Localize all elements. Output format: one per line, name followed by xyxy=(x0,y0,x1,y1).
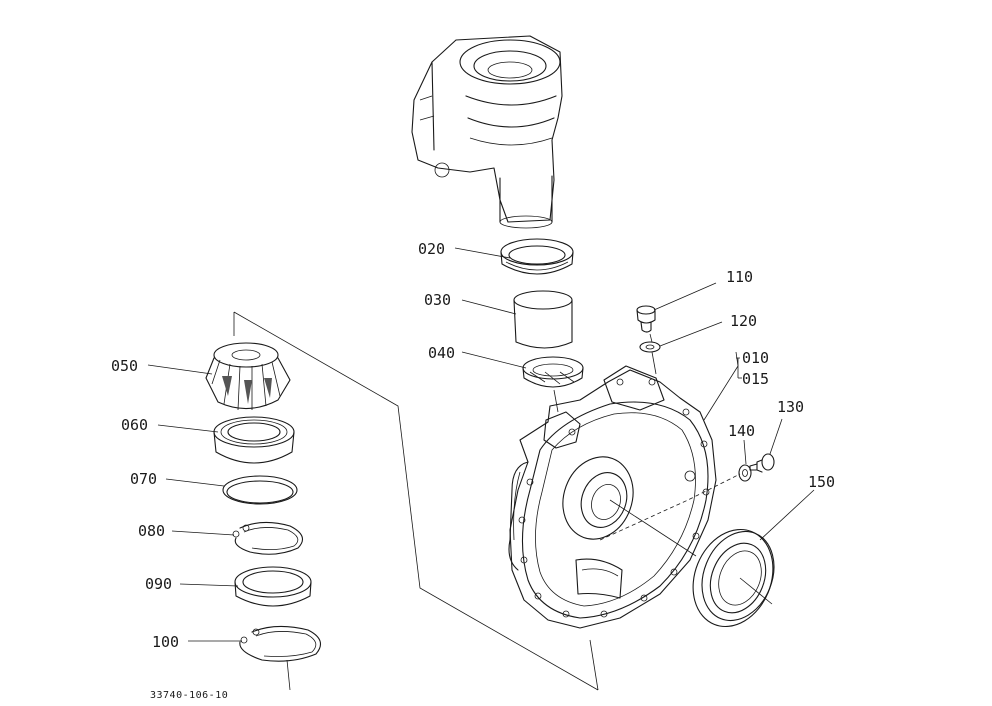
label-140: 140 xyxy=(728,422,755,440)
label-150: 150 xyxy=(808,473,835,491)
label-080: 080 xyxy=(138,522,165,540)
label-040: 040 xyxy=(428,344,455,362)
part-110-plug xyxy=(636,305,656,333)
part-060-ball-bearing xyxy=(213,416,295,464)
label-090: 090 xyxy=(145,575,172,593)
label-060: 060 xyxy=(121,416,148,434)
part-labels: 010 015 020 030 040 050 060 070 080 090 … xyxy=(111,240,835,651)
label-130: 130 xyxy=(777,398,804,416)
part-080-snap-ring xyxy=(232,521,304,555)
leader-lines xyxy=(147,247,815,642)
part-090-collar xyxy=(234,566,312,607)
label-015: 015 xyxy=(742,370,769,388)
part-100-snap-ring xyxy=(239,625,322,662)
part-140-washer xyxy=(738,464,752,482)
label-070: 070 xyxy=(130,470,157,488)
label-010: 010 xyxy=(742,349,769,367)
part-010-015-main-housing xyxy=(508,365,717,629)
part-130-bolt xyxy=(749,453,775,473)
part-040-tapered-bearing xyxy=(522,356,584,388)
part-050-bevel-gear xyxy=(205,342,291,411)
label-030: 030 xyxy=(424,291,451,309)
label-100: 100 xyxy=(152,633,179,651)
label-120: 120 xyxy=(730,312,757,330)
label-050: 050 xyxy=(111,357,138,375)
part-150-oil-seal xyxy=(692,528,775,628)
upper-axle-case xyxy=(411,35,563,229)
assembly-lines xyxy=(233,311,773,691)
part-120-washer xyxy=(639,341,661,353)
label-020: 020 xyxy=(418,240,445,258)
part-020-bearing-cup xyxy=(500,238,574,275)
part-030-sleeve xyxy=(513,290,573,349)
label-110: 110 xyxy=(726,268,753,286)
part-070-ring xyxy=(222,475,298,505)
drawing-number: 33740-106-10 xyxy=(150,690,228,701)
